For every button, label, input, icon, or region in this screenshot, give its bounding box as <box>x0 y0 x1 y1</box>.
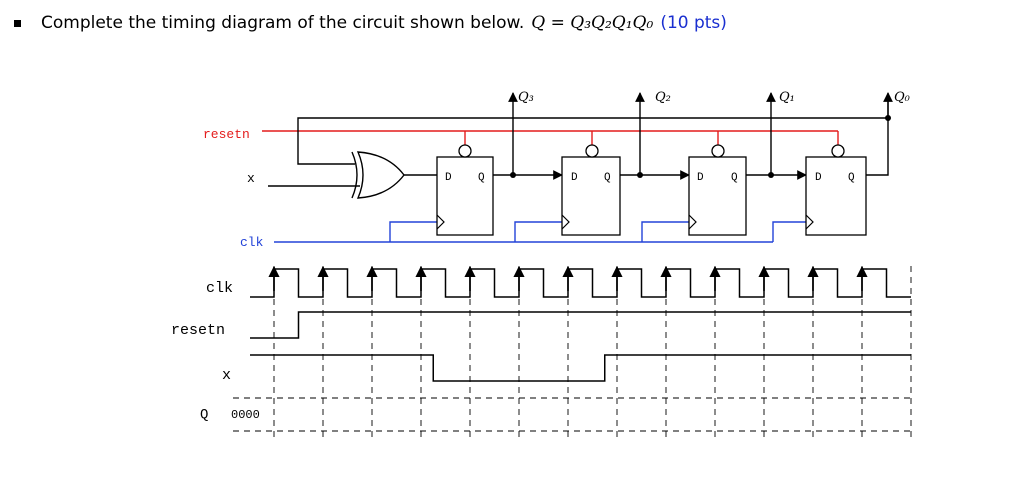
reset-bubble-icon <box>711 144 725 158</box>
clock-triangle-icon <box>688 214 697 230</box>
formula-lhs: Q <box>531 13 546 33</box>
bullet-icon <box>14 19 21 27</box>
formula-equals: = <box>545 13 571 33</box>
d-input-label: D <box>815 172 822 184</box>
q-output-label: Q <box>604 172 611 184</box>
q-output-label: Q <box>478 172 485 184</box>
x-input-label: x <box>247 171 255 186</box>
timing-label-x: x <box>222 367 231 384</box>
clock-triangle-icon <box>805 214 814 230</box>
reset-bubble-icon <box>458 144 472 158</box>
junction-dot <box>885 115 891 121</box>
output-label-q3: Q₃ <box>518 90 534 105</box>
output-label-q2: Q₂ <box>655 90 671 105</box>
clock-triangle-icon <box>561 214 570 230</box>
xor-gate-body <box>356 151 405 199</box>
flipflop-3: D Q <box>688 144 747 236</box>
flipflop-1: D Q <box>436 144 494 236</box>
timing-q-initial-value: 0000 <box>231 408 260 422</box>
d-input-label: D <box>445 172 452 184</box>
junction-dot <box>768 172 774 178</box>
flipflop-box <box>805 156 867 236</box>
q-bus-waveform <box>233 397 911 432</box>
reset-bubble-icon <box>585 144 599 158</box>
points-label: (10 pts) <box>660 13 727 33</box>
output-arrows <box>508 92 893 175</box>
flipflop-2: D Q <box>561 144 621 236</box>
timing-label-clk: clk <box>206 280 233 297</box>
clk-waveform <box>250 265 911 298</box>
question-text: Complete the timing diagram of the circu… <box>41 13 525 33</box>
xor-gate <box>351 151 405 199</box>
clock-triangle-icon <box>436 214 445 230</box>
reset-bubble-icon <box>831 144 845 158</box>
output-label-q0: Q₀ <box>894 90 911 105</box>
junction-dot <box>510 172 516 178</box>
clock-wires <box>274 221 806 243</box>
q-output-label: Q <box>731 172 738 184</box>
junction-dots <box>510 115 891 178</box>
flipflop-box <box>436 156 494 236</box>
xor-gate-back-curve <box>351 151 358 199</box>
reset-wires <box>262 130 839 145</box>
question-line: Complete the timing diagram of the circu… <box>14 8 727 38</box>
timing-label-q: Q <box>200 407 208 423</box>
d-input-label: D <box>571 172 578 184</box>
circuit-schematic: resetn x clk <box>203 90 911 250</box>
reset-input-label: resetn <box>203 127 250 142</box>
x-waveform <box>250 354 911 382</box>
output-label-q1: Q₁ <box>779 90 795 105</box>
junction-dot <box>637 172 643 178</box>
flipflop-box <box>561 156 621 236</box>
formula-rhs: Q₃Q₂Q₁Q₀ <box>570 13 654 33</box>
flipflop-4: D Q <box>805 144 867 236</box>
timing-label-resetn: resetn <box>171 322 225 339</box>
flipflop-box <box>688 156 747 236</box>
question-formula: Q = Q₃Q₂Q₁Q₀ <box>531 13 653 33</box>
timing-diagram: clk resetn x Q 0000 <box>171 265 912 437</box>
resetn-waveform <box>250 311 911 339</box>
clk-input-label: clk <box>240 235 264 250</box>
resetn-trace <box>250 311 911 339</box>
q-output-label: Q <box>848 172 855 184</box>
clk-trace <box>250 268 911 298</box>
d-input-label: D <box>697 172 704 184</box>
x-trace <box>250 354 911 382</box>
